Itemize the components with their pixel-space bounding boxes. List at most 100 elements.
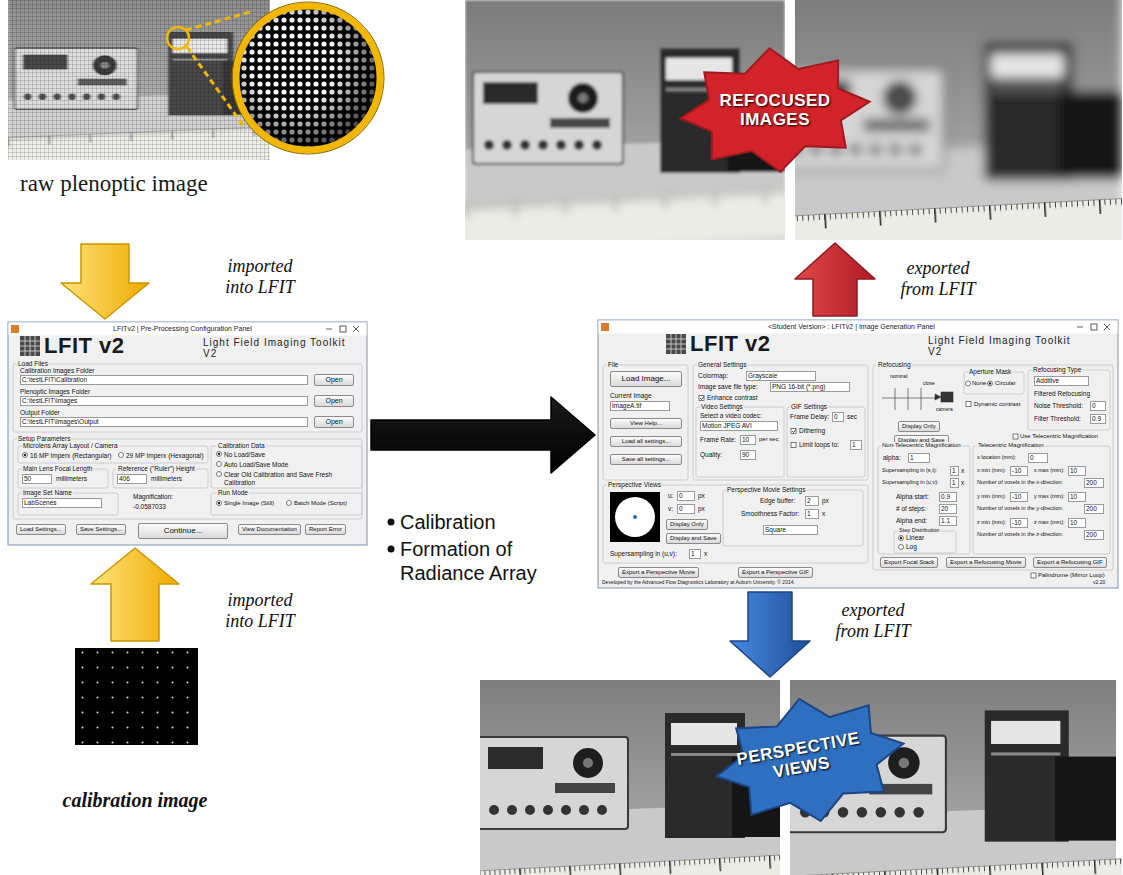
window-frame — [24, 454, 26, 456]
panel-text: Linear — [906, 534, 924, 542]
zoom-callout — [167, 27, 189, 49]
refocus-sketch — [941, 392, 953, 402]
button: Export a Refocusing GIF — [1033, 557, 1107, 568]
panel-text: x — [704, 550, 707, 558]
panel-text: y min (mm): — [977, 493, 1006, 500]
input-field: -10 — [1010, 492, 1028, 502]
input-field: 10 — [740, 435, 756, 445]
logo-tagline: Light Field Imaging Toolkit V2 — [203, 337, 353, 359]
window-title: LFITv2 | Pre-Processing Configuration Pa… — [113, 325, 252, 333]
button: View Help... — [610, 418, 682, 429]
panel-text: 16 MP Imperx (Rectangular) — [30, 452, 112, 460]
window-frame — [598, 320, 1118, 588]
input-field: 0.9 — [939, 492, 957, 502]
panel-text: Auto Load/Save Mode — [224, 461, 288, 469]
panel-text: Alpha start: — [896, 493, 929, 501]
group-label: Refocusing Type — [1032, 366, 1082, 374]
panel-text: x — [822, 510, 825, 518]
window-frame — [989, 382, 991, 384]
panel-text: Supersampling in (u,v): — [610, 550, 677, 558]
photo-group: PERSPECTIVE VIEWS — [480, 680, 1122, 875]
bullet-text: Formation of Radiance Array — [400, 537, 580, 585]
panel-text: Limit loops to: — [799, 441, 839, 449]
panel-text: Palindrome (Mirror Loop) — [1038, 572, 1105, 579]
panel-text: alpha: — [883, 454, 901, 462]
block-arrow — [61, 244, 149, 319]
window-frame — [1077, 327, 1083, 328]
window-frame — [603, 365, 688, 480]
window-frame — [700, 397, 796, 433]
input-field: Motion JPEG AVI — [700, 421, 778, 431]
panel-text: px — [698, 505, 705, 513]
panel-text: Number of voxels in the z-direction: — [977, 531, 1063, 538]
window-frame — [353, 326, 359, 332]
panel-text: millimeters — [56, 475, 87, 483]
gui-panel: <Student Version> : LFITv2 | Image Gener… — [598, 320, 1118, 588]
window-frame — [988, 381, 993, 386]
window-frame — [791, 429, 796, 434]
window-frame — [696, 407, 784, 477]
window-frame — [217, 462, 222, 467]
zoom-callout — [236, 6, 380, 150]
button: Export a Perspective GIF — [738, 567, 813, 578]
panel-text: close — [923, 380, 935, 386]
edge-label: exported from LFIT — [828, 600, 918, 641]
window-frame — [20, 336, 40, 356]
button: Display Only — [666, 519, 708, 530]
panel-text: Supersampling in (s,t): — [882, 467, 937, 474]
panel-text: Developed by the Advanced Flow Diagnosti… — [602, 579, 795, 585]
window-frame — [700, 397, 704, 400]
window-frame — [326, 326, 359, 332]
input-field: 1 — [689, 549, 701, 559]
window-frame — [287, 501, 292, 506]
input-field: 0 — [677, 504, 695, 514]
panel-text: Filter Threshold: — [1034, 415, 1081, 423]
window-frame — [340, 326, 346, 332]
panel-text: Supersampling in (u,v): — [882, 479, 939, 486]
window-frame — [603, 365, 1113, 570]
panel-text: u: — [668, 492, 673, 500]
panel-text: px — [698, 492, 705, 500]
input-field: LabScenes — [22, 498, 102, 508]
button: Load Settings... — [16, 524, 66, 535]
input-field: 0.9 — [1090, 414, 1106, 424]
panel-text: x — [961, 479, 964, 487]
panel-text: Batch Mode (Script) — [294, 500, 347, 507]
window-frame — [217, 452, 222, 457]
window-frame — [599, 321, 1118, 334]
group-label: Microlens Array Layout / Camera — [22, 442, 119, 450]
edge-label: imported into LFIT — [215, 590, 305, 631]
button: Open — [314, 374, 354, 386]
input-field: 50 — [22, 474, 52, 484]
window-frame — [787, 407, 865, 477]
button: Export Focal Stack — [880, 557, 938, 568]
panel-text: Magnification: — [133, 493, 173, 501]
window-frame — [878, 446, 970, 554]
panel-text: millimeters — [151, 475, 182, 483]
input-field: 1 — [950, 478, 959, 488]
window-frame — [1031, 573, 1036, 578]
input-field: 406 — [117, 474, 147, 484]
input-field: 1 — [908, 453, 930, 463]
window-frame — [699, 396, 704, 401]
block-arrow — [91, 548, 179, 641]
window-frame — [666, 334, 686, 354]
window-frame — [666, 334, 686, 354]
panel-text: px — [822, 497, 829, 505]
panel-text: Plenoptic Images Folder — [20, 388, 90, 396]
group-label: Non-Telecentric Magnification — [881, 442, 962, 449]
input-field: 10 — [1068, 518, 1086, 528]
window-frame — [873, 365, 1113, 570]
button: Save Settings... — [76, 524, 126, 535]
perspective-icon — [610, 492, 660, 542]
starburst — [675, 40, 875, 180]
window-frame — [603, 485, 868, 563]
input-field: 20 — [939, 504, 957, 514]
window-frame — [218, 502, 220, 504]
window-frame — [8, 322, 367, 545]
input-field: -10 — [1010, 466, 1028, 476]
group-label: Video Settings — [700, 403, 744, 411]
photo-box: raw plenoptic image — [8, 0, 380, 240]
window-frame — [13, 439, 362, 519]
window-frame — [601, 323, 609, 331]
